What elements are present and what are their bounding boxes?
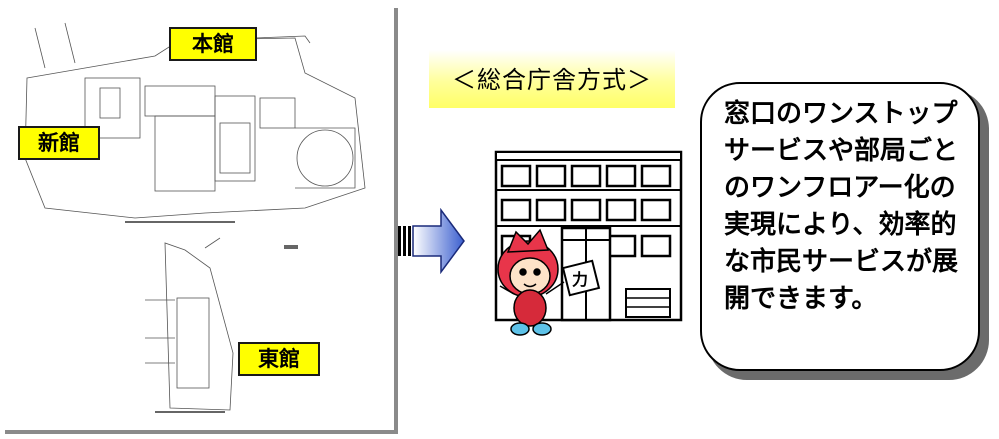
city-hall-building-illustration: 力 <box>494 150 683 336</box>
method-title: ＜総合庁舎方式＞ <box>452 66 652 94</box>
shinkan-label: 新館 <box>18 126 100 160</box>
callout-text: 窓口のワンストップサービスや部局ごとのワンフロアー化の実現により、効率的な市民サ… <box>724 99 959 314</box>
svg-text:力: 力 <box>572 270 588 289</box>
site-map-panel: 本館 新館 東館 <box>5 8 398 434</box>
method-title-banner: ＜総合庁舎方式＞ <box>429 50 675 108</box>
higashikan-label: 東館 <box>238 342 320 376</box>
honkan-label: 本館 <box>169 27 257 61</box>
right-arrow-icon <box>398 208 465 274</box>
benefit-callout: 窓口のワンストップサービスや部局ごとのワンフロアー化の実現により、効率的な市民サ… <box>700 82 980 371</box>
site-map-drawing <box>24 22 366 413</box>
